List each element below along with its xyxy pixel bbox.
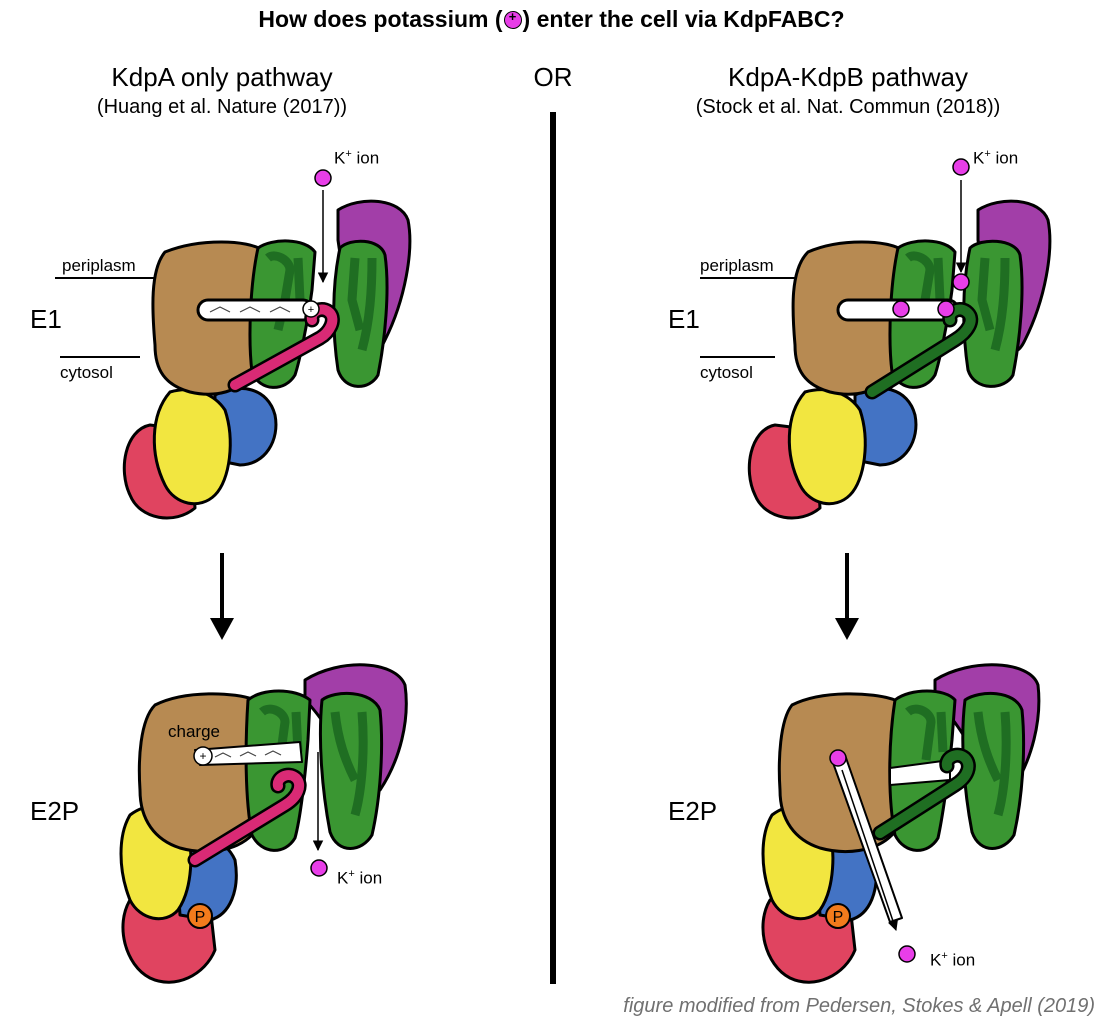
kdpa-helix (977, 257, 995, 332)
k-ion-icon (952, 273, 970, 291)
kdpb-transmembrane (137, 692, 261, 854)
kdpa-right-half (332, 239, 389, 388)
k-ion-icon (829, 749, 847, 767)
kdpa-helix (293, 257, 305, 301)
right-e2p-label: E2P (668, 796, 718, 826)
right-periplasm-label: periplasm (700, 256, 774, 275)
left-cytosol-label: cytosol (60, 363, 113, 382)
k-site-plus-sign: + (308, 304, 314, 316)
k-charge: + (984, 148, 991, 160)
kdpa-helix (350, 711, 368, 817)
k-symbol: K (973, 148, 985, 168)
k-ion-icon (952, 158, 970, 176)
kdpa-helix (973, 711, 1003, 783)
kdpa-helix (259, 704, 290, 761)
n-domain (152, 388, 232, 506)
left-citation: (Huang et al. Nature (2017)) (96, 96, 348, 118)
phospho-site (825, 903, 851, 929)
left-e2p-k-ion-label: K+ ion (337, 868, 382, 889)
phospho-label: P (195, 909, 206, 926)
k-ion-suffix: ion (351, 148, 380, 168)
phospho-site (187, 903, 213, 929)
right-e2p-exit-arrow (841, 769, 898, 931)
left-e1-label: E1 (30, 304, 62, 334)
k-ion-icon (310, 859, 328, 877)
charge-site (193, 746, 213, 766)
kdpa-helix (933, 257, 945, 301)
figure-credit: figure modified from Pedersen, Stokes & … (623, 995, 1095, 1017)
k-ion-icon (898, 945, 916, 963)
right-citation: (Stock et al. Nat. Commun (2018)) (695, 96, 1001, 118)
k-ion-icon (937, 300, 955, 318)
figure-title: How does potassium ( ) enter the cell via… (0, 6, 1103, 33)
k-charge: + (941, 950, 948, 962)
potassium-ion-icon (503, 9, 522, 29)
right-e1-k-ion-label: K+ ion (973, 148, 1018, 169)
k-ion-suffix: ion (947, 950, 976, 970)
center-divider (550, 112, 556, 984)
left-e1-k-ion-label: K+ ion (334, 148, 379, 169)
kdpa-helix (330, 711, 360, 783)
n-domain (787, 388, 867, 506)
kdpa-helix (265, 251, 295, 332)
charge-site-plus: + (199, 749, 206, 763)
k-site-plus (302, 300, 320, 318)
right-transition-arrow (835, 553, 859, 640)
charge-label: charge (168, 722, 220, 741)
kdpa-helix (905, 704, 936, 761)
right-e2p-k-ion-label: K+ ion (930, 950, 975, 971)
tunnel-zigzag (209, 306, 291, 313)
left-heading: KdpA only pathway (111, 62, 333, 92)
left-periplasm-label: periplasm (62, 256, 136, 275)
left-transition-arrow (210, 553, 234, 640)
right-e1-structure (747, 199, 1052, 520)
or-label: OR (533, 62, 573, 92)
k-ion-icon (314, 169, 332, 187)
tunnel-zigzag (214, 750, 282, 758)
left-e2p-label: E2P (30, 796, 80, 826)
right-e1-label: E1 (668, 304, 700, 334)
k-ion-suffix: ion (354, 868, 383, 888)
k-charge: + (348, 868, 355, 880)
right-cytosol-label: cytosol (700, 363, 753, 382)
kdpa-helix (347, 257, 365, 332)
left-e2p-structure (119, 663, 408, 984)
k-ion-icon (892, 300, 910, 318)
left-e1-structure (122, 199, 412, 520)
k-charge: + (345, 148, 352, 160)
k-symbol: K (334, 148, 346, 168)
phospho-label: P (833, 909, 844, 926)
right-heading: KdpA-KdpB pathway (728, 62, 968, 92)
kdpa-helix (936, 711, 948, 753)
k-symbol: K (930, 950, 942, 970)
kdpa-helix (993, 711, 1011, 817)
title-text-start: How does potassium ( (258, 6, 503, 32)
title-text-end: ) enter the cell via KdpFABC? (522, 6, 845, 32)
kdpa-helix (357, 257, 377, 352)
k-ion-suffix: ion (990, 148, 1019, 168)
right-e2p-structure (761, 663, 1041, 984)
k-symbol: K (337, 868, 349, 888)
kdpa-helix (990, 257, 1010, 352)
kdpa-helix (905, 251, 935, 301)
